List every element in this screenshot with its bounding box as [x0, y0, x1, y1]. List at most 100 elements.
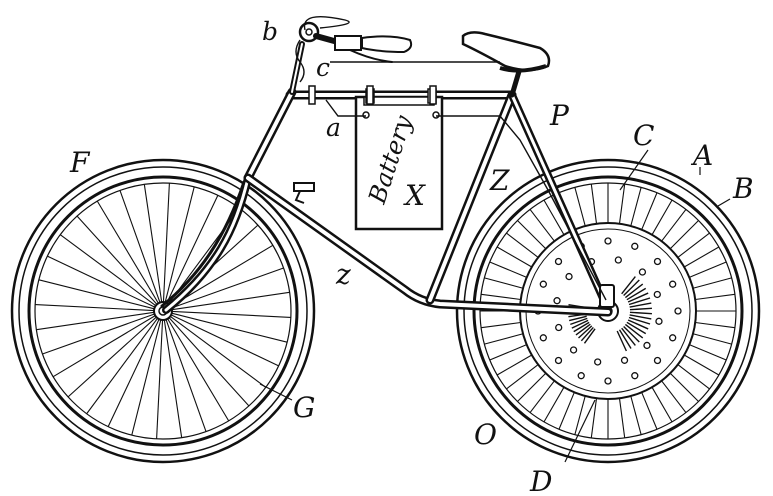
spoke: [630, 395, 642, 435]
spoke: [484, 277, 524, 289]
spoke: [529, 209, 555, 242]
spoke: [517, 372, 547, 402]
spoke: [163, 319, 183, 438]
disc-bar: [628, 297, 651, 306]
label-Z: Z: [489, 164, 510, 197]
spoke: [661, 380, 687, 413]
spoke: [496, 246, 533, 268]
spoke: [574, 395, 586, 435]
disc-bar: [628, 316, 651, 325]
spoke: [168, 317, 250, 407]
rivet: [653, 356, 662, 365]
rivet: [539, 334, 547, 342]
spoke: [52, 315, 156, 378]
spoke: [669, 372, 699, 402]
rivet: [594, 358, 602, 366]
spoke: [689, 344, 727, 361]
rivet: [554, 356, 563, 365]
disc-bar: [629, 311, 652, 315]
spoke: [529, 380, 555, 413]
spoke: [641, 392, 658, 430]
handlebar: [298, 21, 413, 63]
rivet: [669, 280, 677, 288]
rivet: [674, 307, 682, 315]
spoke: [119, 190, 161, 303]
disc-bar: [624, 283, 644, 299]
saddle: [461, 31, 551, 73]
label-P: P: [549, 99, 570, 132]
rivet: [631, 242, 639, 250]
spoke: [38, 279, 155, 310]
label-a: a: [326, 113, 341, 142]
spoke: [651, 386, 673, 423]
spoke: [618, 184, 626, 224]
disc-bar: [627, 292, 649, 303]
spoke: [166, 195, 219, 304]
disc-bar: [623, 325, 640, 343]
spoke: [689, 261, 727, 278]
spoke: [590, 398, 598, 438]
label-O: O: [474, 418, 497, 451]
disc-bar: [629, 314, 652, 320]
disc-bar: [629, 302, 652, 308]
spoke: [107, 318, 160, 427]
label-F: F: [69, 146, 91, 179]
spoke: [35, 304, 155, 312]
label-X: X: [403, 179, 426, 212]
spoke: [96, 200, 159, 304]
spoke: [651, 199, 673, 236]
disc-bar: [629, 307, 652, 311]
disc-bar: [568, 315, 587, 322]
disc-bar: [618, 329, 632, 349]
disc-bar: [573, 321, 590, 333]
disc-bar: [621, 276, 636, 295]
spoke: [170, 314, 279, 367]
spoke: [47, 255, 156, 308]
spoke: [677, 364, 710, 390]
spoke: [506, 364, 539, 390]
spoke: [683, 354, 720, 376]
spoke: [489, 261, 527, 278]
spoke: [489, 344, 527, 361]
rivet: [539, 280, 547, 288]
label-A: A: [690, 139, 713, 172]
spoke: [543, 386, 565, 423]
disc-bar: [580, 326, 594, 342]
spoke: [590, 184, 598, 224]
label-C: C: [633, 119, 654, 152]
disc-bar: [575, 323, 591, 336]
disc-bar: [616, 330, 628, 352]
spoke: [683, 246, 720, 268]
spoke: [171, 267, 284, 309]
spoke: [143, 184, 163, 303]
spoke: [162, 183, 170, 303]
spoke: [171, 312, 288, 343]
label-c: c: [316, 53, 330, 82]
spoke: [86, 317, 159, 415]
spoke: [42, 313, 155, 355]
bicycle-frame: [160, 41, 615, 317]
spoke: [695, 293, 735, 301]
rivet: [569, 346, 578, 354]
disc-bar: [624, 323, 644, 339]
spoke: [36, 311, 155, 331]
label-B: B: [732, 172, 754, 205]
spoke: [692, 333, 732, 345]
rivet: [604, 377, 612, 385]
spoke: [167, 318, 230, 422]
rivet: [555, 323, 563, 332]
label-D: D: [529, 465, 552, 496]
rivet: [653, 290, 661, 299]
front-wheel-spokes: [35, 183, 291, 439]
rivet: [638, 268, 647, 276]
spoke: [481, 321, 521, 329]
disc-bar: [583, 328, 596, 344]
rivet: [577, 372, 585, 380]
spoke: [156, 319, 164, 439]
spoke: [171, 291, 290, 311]
spoke: [484, 333, 524, 345]
spoke: [164, 186, 195, 303]
disc-bar: [627, 319, 649, 330]
disc-bar: [570, 317, 588, 326]
